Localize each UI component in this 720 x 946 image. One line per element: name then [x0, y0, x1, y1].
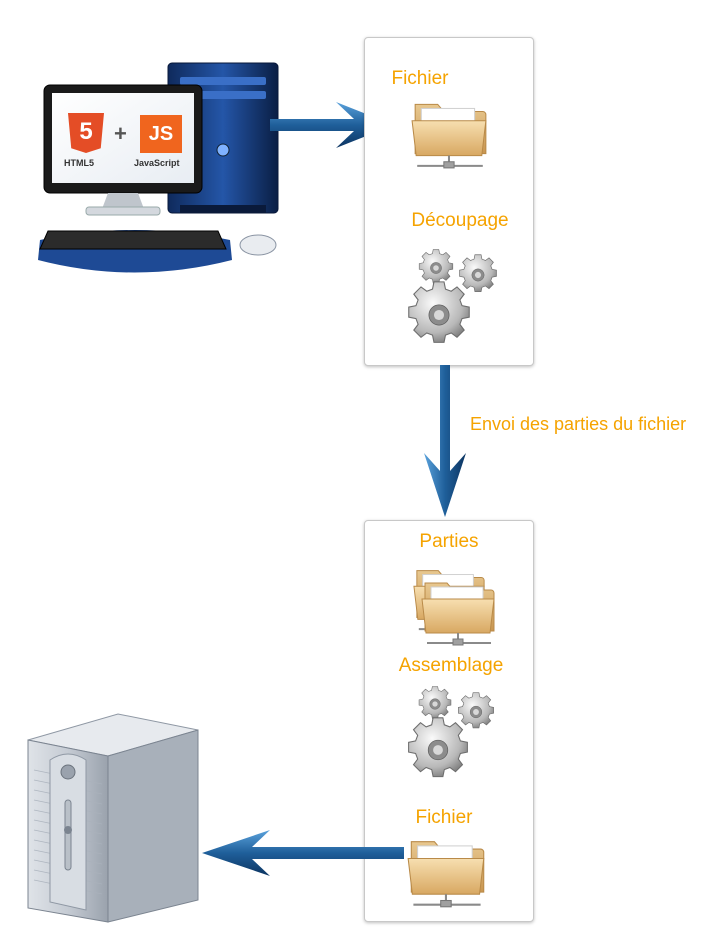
transfer-label: Envoi des parties du fichier: [470, 414, 687, 434]
js-badge: JS: [140, 115, 182, 153]
arrow-to-server: [202, 830, 404, 876]
file-label-top: Fichier: [391, 68, 449, 89]
folder-icon: [409, 90, 491, 172]
arrow-to-panel: [270, 102, 394, 148]
folder-icon: [405, 827, 489, 911]
assembly-label: Assemblage: [398, 655, 504, 676]
gears-icon: [408, 686, 494, 778]
server-illustration: [20, 710, 205, 925]
plus-sign: +: [114, 121, 127, 146]
split-label: Découpage: [411, 210, 509, 231]
file-label-bottom: Fichier: [415, 807, 473, 828]
server-icon: [27, 713, 199, 923]
gears-icon: [408, 249, 497, 343]
html5-badge: 5: [68, 113, 104, 153]
computer-illustration: [38, 62, 279, 273]
html5-text: HTML5: [64, 158, 94, 168]
client-computer: 5 HTML5 + JS JavaScript: [30, 55, 290, 280]
client-processing-panel: Fichier Découpage: [364, 37, 534, 366]
parts-label: Parties: [419, 531, 479, 552]
arrow-down: [424, 365, 466, 517]
js-text: JavaScript: [134, 158, 180, 168]
folders-icon: [412, 569, 495, 646]
